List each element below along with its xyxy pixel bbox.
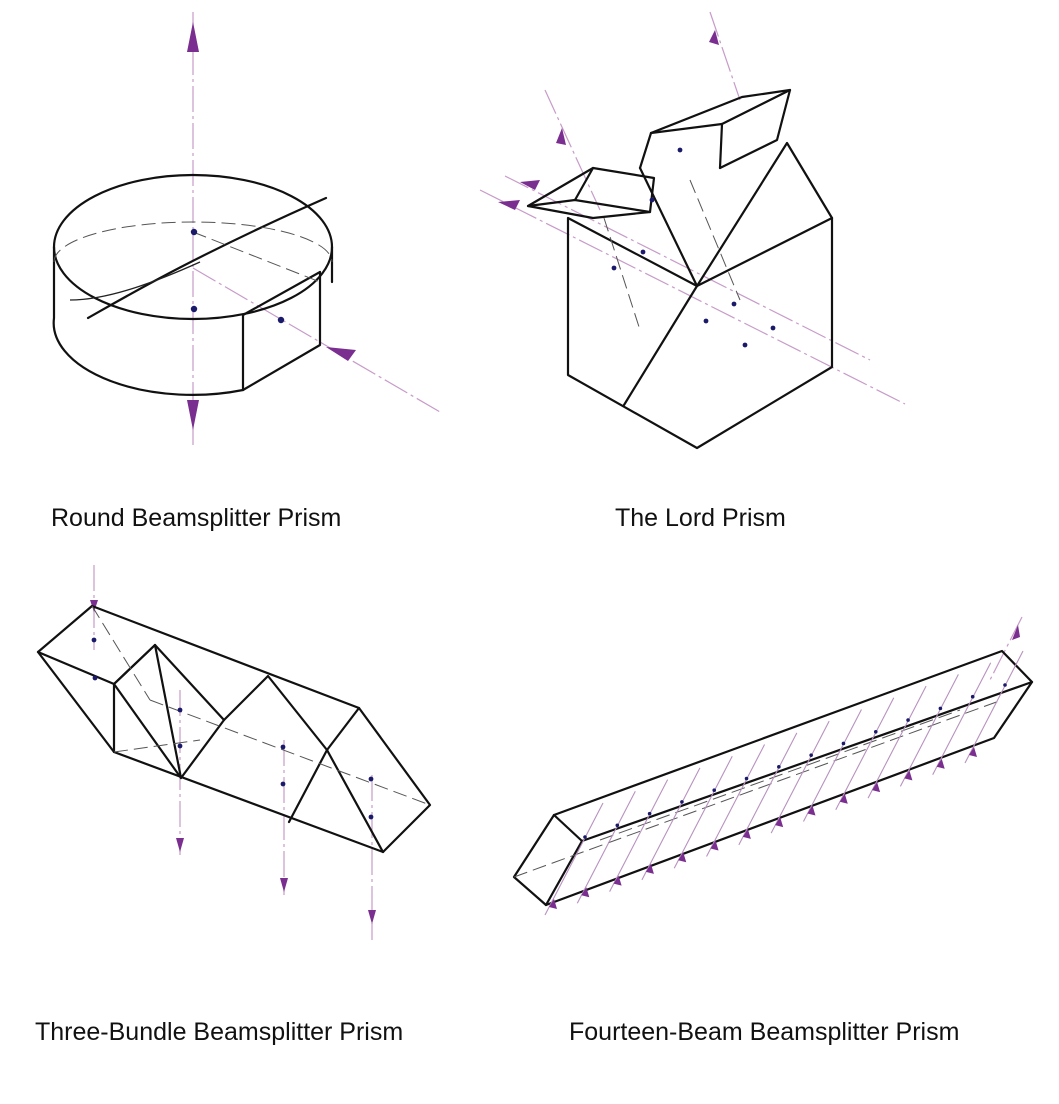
fourteen-beam-dot xyxy=(906,718,910,722)
beam-arrow-up-icon xyxy=(187,22,199,52)
fourteen-beam-arrow-icon xyxy=(581,887,590,898)
caption-three-bundle-prism: Three-Bundle Beamsplitter Prism xyxy=(35,1018,404,1046)
fourteen-beam-arrow-icon xyxy=(549,899,557,909)
fourteen-beam-dot xyxy=(1003,683,1007,687)
fourteen-beam-arrow-icon xyxy=(904,770,913,781)
fourteen-beam-arrow-icon xyxy=(645,863,654,874)
fourteen-beam-arrow-icon xyxy=(969,747,977,757)
fourteen-beam-trace xyxy=(641,767,701,881)
fourteen-beam-arrow-icon xyxy=(775,817,784,828)
fourteen-beam-trace xyxy=(964,650,1024,764)
caption-lord-prism: The Lord Prism xyxy=(615,504,786,532)
fourteen-beam-dot xyxy=(970,694,975,699)
fourteen-beam-dot xyxy=(809,753,813,757)
fourteen-beam-arrow-icon xyxy=(839,793,848,804)
fourteen-beam-arrow-icon xyxy=(872,782,881,793)
fourteen-beam-trace xyxy=(932,662,992,775)
fourteen-beam-arrow-icon xyxy=(710,840,719,851)
fourteen-beam-prism-drawing xyxy=(512,616,1034,916)
fourteen-beam-dot xyxy=(680,800,684,804)
fourteen-beam-dot xyxy=(615,823,620,828)
caption-round-beamsplitter-prism: Round Beamsplitter Prism xyxy=(51,504,342,532)
fourteen-beam-trace xyxy=(738,732,798,846)
round-beamsplitter-prism-drawing xyxy=(52,12,441,445)
beam-arrow-in-icon xyxy=(326,347,356,361)
fourteen-beam-trace xyxy=(609,779,669,892)
fourteen-beam-arrow-icon xyxy=(936,758,945,769)
fourteen-beam-arrow-icon xyxy=(807,805,816,816)
fourteen-beam-dot xyxy=(777,765,781,769)
fourteen-beam-trace xyxy=(706,744,766,857)
fourteen-beam-trace xyxy=(673,755,733,869)
caption-fourteen-beam-prism: Fourteen-Beam Beamsplitter Prism xyxy=(569,1018,960,1046)
fourteen-beam-trace xyxy=(802,709,862,822)
fourteen-beam-dot xyxy=(647,811,652,816)
fourteen-beam-dot xyxy=(841,741,846,746)
fourteen-beam-trace xyxy=(544,802,604,916)
beam-arrow-down-icon xyxy=(187,400,199,430)
lord-prism-drawing xyxy=(479,11,906,450)
fourteen-beam-arrow-icon xyxy=(613,875,622,886)
fourteen-beam-dot xyxy=(744,776,749,781)
fourteen-beam-trace xyxy=(867,685,927,799)
fourteen-beam-trace xyxy=(899,674,959,787)
fourteen-beam-dot xyxy=(938,706,943,711)
fourteen-beam-trace xyxy=(576,791,636,904)
fourteen-beam-dot xyxy=(583,835,587,839)
fourteen-beam-trace xyxy=(835,697,895,811)
fourteen-beam-dot xyxy=(873,729,878,734)
three-bundle-prism-drawing xyxy=(36,565,432,940)
fourteen-beam-arrow-icon xyxy=(678,852,687,863)
fourteen-beam-arrow-icon xyxy=(742,828,751,839)
fourteen-beam-trace xyxy=(770,720,830,834)
fourteen-beam-dot xyxy=(712,788,717,793)
